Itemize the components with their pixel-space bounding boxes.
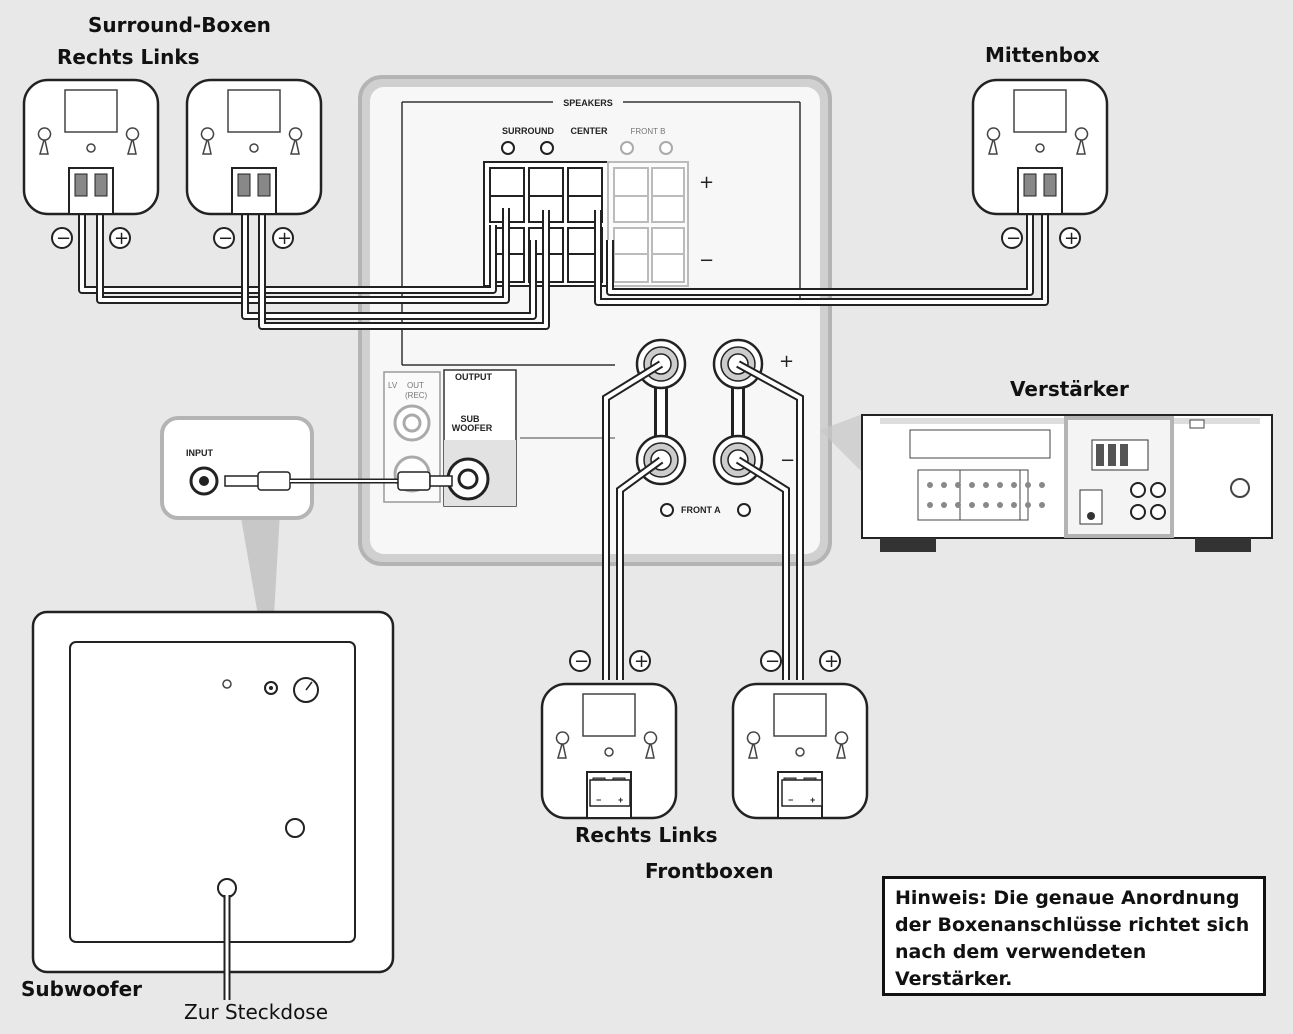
svg-text:−: − xyxy=(218,228,233,249)
subwoofer-unit xyxy=(31,610,395,1000)
outlet-label: Zur Steckdose xyxy=(184,1000,329,1024)
surround-left-icon xyxy=(540,141,554,155)
surround-subtitle: Rechts Links xyxy=(57,45,200,69)
out-label: OUT xyxy=(407,381,424,390)
front-cables xyxy=(602,360,804,680)
panel-plus-top: + xyxy=(699,172,714,193)
sub-label: SUB xyxy=(460,414,480,424)
svg-text:−: − xyxy=(596,795,601,805)
surround-cables xyxy=(78,195,1049,330)
woofer-label: WOOFER xyxy=(452,423,493,433)
svg-text:−: − xyxy=(788,795,793,805)
surround-right-icon xyxy=(501,141,515,155)
svg-text:+: + xyxy=(114,228,129,249)
center-title: Mittenbox xyxy=(985,43,1100,67)
amplifier-title: Verstärker xyxy=(1010,377,1129,401)
panel-minus-top: − xyxy=(699,250,714,271)
receiver-panel: SPEAKERS SURROUND CENTER FRONT B + xyxy=(358,75,832,566)
subwoofer-title: Subwoofer xyxy=(21,977,143,1001)
svg-text:+: + xyxy=(618,795,623,805)
svg-text:+: + xyxy=(277,228,292,249)
surround-title: Surround-Boxen xyxy=(88,13,271,37)
polarity-icons: − + − + − + − + − + xyxy=(51,227,1081,672)
svg-text:+: + xyxy=(1064,228,1079,249)
front-minus-sign: − xyxy=(780,450,795,471)
front-plus-sign: + xyxy=(779,351,794,372)
svg-text:+: + xyxy=(824,651,839,672)
svg-text:LV: LV xyxy=(388,381,398,390)
speakers-label: SPEAKERS xyxy=(563,98,613,108)
output-label: OUTPUT xyxy=(455,372,493,382)
svg-text:−: − xyxy=(574,651,589,672)
surround-right-speaker xyxy=(22,78,160,216)
svg-text:−: − xyxy=(56,228,71,249)
surround-left-speaker xyxy=(185,78,323,216)
rec-label: (REC) xyxy=(405,391,428,400)
svg-text:+: + xyxy=(810,795,815,805)
front-title: Frontboxen xyxy=(645,859,774,883)
front-a-label: FRONT A xyxy=(681,505,721,515)
front-subtitle: Rechts Links xyxy=(575,823,718,847)
svg-text:+: + xyxy=(634,651,649,672)
amplifier-unit xyxy=(820,414,1273,552)
center-speaker xyxy=(971,78,1109,216)
power-switch-icon xyxy=(285,818,305,838)
svg-text:−: − xyxy=(1006,228,1021,249)
hint-note: Hinweis: Die genaue Anordnung der Boxena… xyxy=(882,876,1266,996)
center-label: CENTER xyxy=(570,126,608,136)
front-b-label: FRONT B xyxy=(631,127,666,136)
svg-text:−: − xyxy=(765,651,780,672)
input-label: INPUT xyxy=(186,448,214,458)
speaker-terminal-block xyxy=(483,161,689,287)
surround-label: SURROUND xyxy=(502,126,555,136)
